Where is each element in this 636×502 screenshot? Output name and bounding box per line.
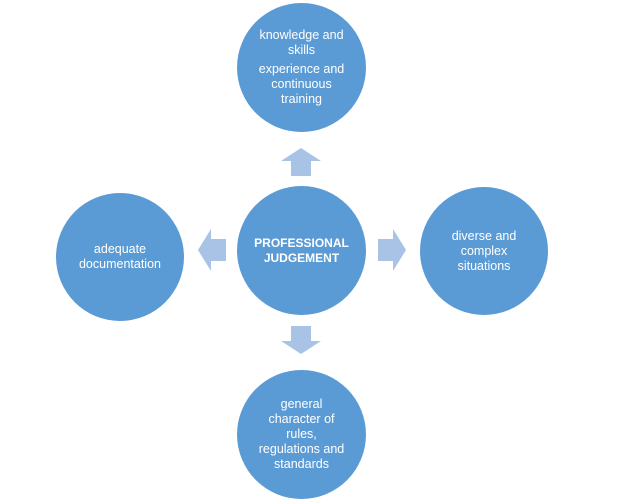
node-diverse-situations: diverse and complex situations xyxy=(420,187,548,315)
node-rules-regulations: general character of rules, regulations … xyxy=(237,370,366,499)
arrow-up-icon xyxy=(281,148,321,176)
node-adequate-documentation: adequate documentation xyxy=(56,193,184,321)
node-text-line: standards xyxy=(274,457,329,471)
node-professional-judgement: PROFESSIONAL JUDGEMENT xyxy=(237,186,366,315)
text-group-knowledge: knowledge and skills xyxy=(259,28,343,58)
node-text-line: character of xyxy=(268,412,335,426)
node-text-line: JUDGEMENT xyxy=(263,250,340,265)
text-group-experience: experience and continuous training xyxy=(259,62,344,107)
node-text-line: documentation xyxy=(78,257,161,271)
node-text-line: skills xyxy=(287,43,316,57)
node-text-line: general xyxy=(280,397,323,411)
arrow-right-icon xyxy=(378,229,406,271)
arrow-down-icon xyxy=(281,326,321,354)
node-text-line: rules, xyxy=(286,427,317,441)
node-text-line: complex xyxy=(460,243,508,258)
node-text-line: adequate xyxy=(93,242,147,256)
node-text-line: experience and xyxy=(258,62,345,76)
node-text-line: situations xyxy=(457,258,511,273)
node-knowledge-experience: knowledge and skills experience and cont… xyxy=(237,3,366,132)
node-text-line: diverse and xyxy=(451,228,517,243)
node-text-line: continuous xyxy=(271,77,332,91)
node-text-line: knowledge and xyxy=(259,28,344,42)
node-text-line: training xyxy=(280,92,322,106)
node-text-line: PROFESSIONAL xyxy=(254,235,349,250)
node-text-line: regulations and xyxy=(258,442,345,456)
arrow-left-icon xyxy=(198,229,226,271)
